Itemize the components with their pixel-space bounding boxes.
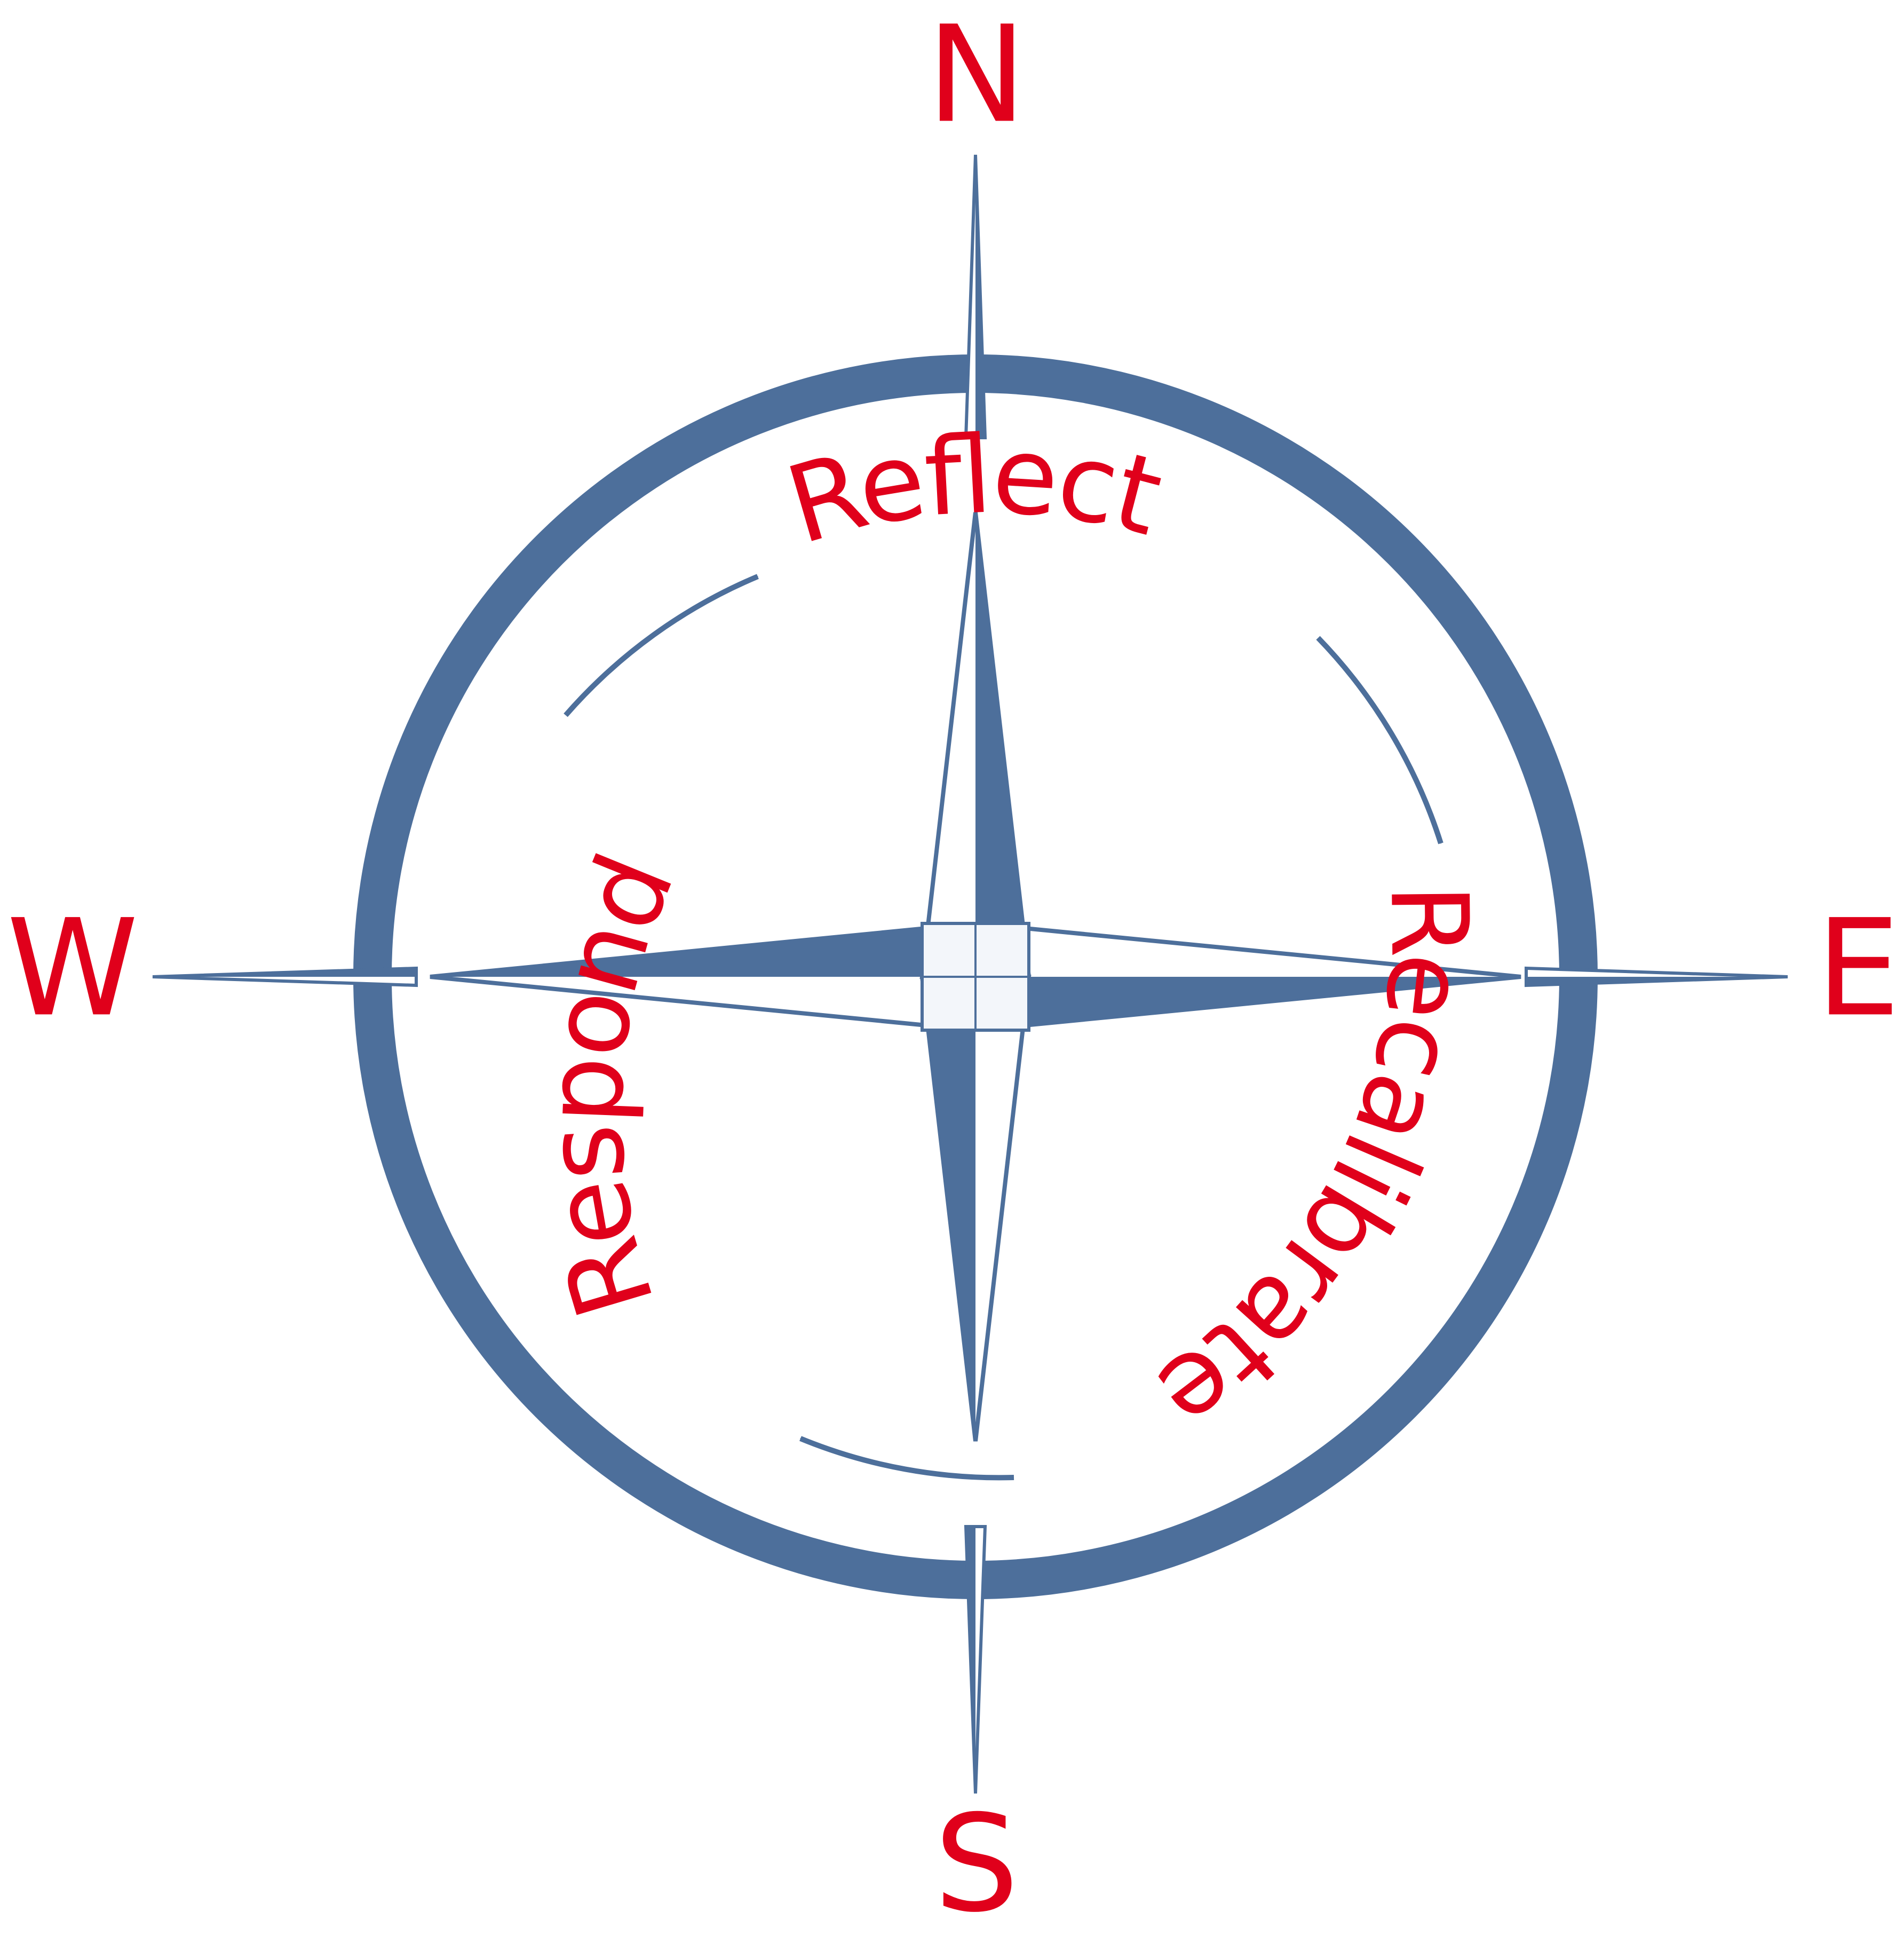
cardinal-south: S: [934, 1786, 1019, 1941]
cycle-arrow-reflect-to-recalibrate: [1316, 636, 1443, 844]
cycle-arrow-respond-to-reflect: [564, 574, 759, 717]
cardinal-west: W: [6, 890, 138, 1046]
cardinal-north: N: [926, 0, 1026, 152]
cardinal-east: E: [1816, 890, 1900, 1046]
stage-respond: Respond: [522, 837, 699, 1331]
cycle-arrow-recalibrate-to-respond: [799, 1436, 1014, 1481]
needle-horizontal: [152, 921, 1788, 1033]
needle-vertical: [919, 154, 1032, 1794]
